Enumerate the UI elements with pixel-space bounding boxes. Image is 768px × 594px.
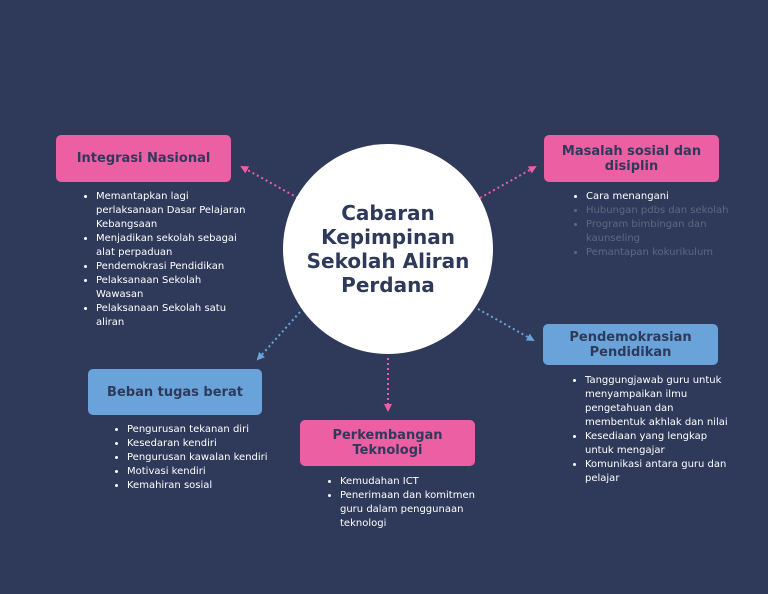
list-item: Menjadikan sekolah sebagai alat perpadua… [96,232,246,260]
list-item: Penerimaan dan komitmen guru dalam pengg… [340,489,480,531]
arrow-to-masalah [479,166,537,199]
list-item: Kemahiran sosial [127,479,277,493]
central-topic: Cabaran Kepimpinan Sekolah Aliran Perdan… [283,144,493,354]
perkembangan-teknologi-list: Kemudahan ICT Penerimaan dan komitmen gu… [326,475,480,531]
list-item: Pengurusan tekanan diri [127,423,277,437]
pendemokrasian-pendidikan-list: Tanggungjawab guru untuk menyampaikan il… [571,374,735,486]
node-integrasi-nasional-label: Integrasi Nasional [76,151,211,166]
list-item: Pemantapan kokurikulum [586,246,736,260]
arrow-to-beban [256,311,301,361]
list-item: Cara menangani [586,190,736,204]
list-item: Kemudahan ICT [340,475,480,489]
node-pendemokrasian-pendidikan-label: Pendemokrasian Pendidikan [569,329,692,360]
node-beban-tugas-berat-label: Beban tugas berat [107,384,243,400]
arrow-to-integrasi [240,166,299,199]
list-item: Komunikasi antara guru dan pelajar [585,458,735,486]
list-item: Kesediaan yang lengkap untuk mengajar [585,430,735,458]
central-topic-title: Cabaran Kepimpinan Sekolah Aliran Perdan… [306,201,470,297]
masalah-sosial-list: Cara menangani Hubungan pdbs dan sekolah… [572,190,736,260]
list-item: Pendemokrasi Pendidikan [96,260,246,274]
node-masalah-sosial-label: Masalah sosial dan disiplin [561,143,702,174]
list-item: Pengurusan kawalan kendiri [127,451,277,465]
node-masalah-sosial: Masalah sosial dan disiplin [544,135,719,182]
arrow-to-pendemokrasian [477,308,535,341]
list-item: Pelaksanaan Sekolah Wawasan [96,274,246,302]
list-item: Pelaksanaan Sekolah satu aliran [96,302,246,330]
list-item: Memantapkan lagi perlaksanaan Dasar Pela… [96,190,246,232]
node-beban-tugas-berat: Beban tugas berat [88,369,262,415]
node-perkembangan-teknologi: Perkembangan Teknologi [300,420,475,466]
node-perkembangan-teknologi-label: Perkembangan Teknologi [332,428,443,458]
beban-tugas-berat-list: Pengurusan tekanan diri Kesedaran kendir… [113,423,277,493]
node-integrasi-nasional: Integrasi Nasional [56,135,231,182]
node-pendemokrasian-pendidikan: Pendemokrasian Pendidikan [543,324,718,365]
list-item: Tanggungjawab guru untuk menyampaikan il… [585,374,735,430]
list-item: Motivasi kendiri [127,465,277,479]
list-item: Kesedaran kendiri [127,437,277,451]
list-item: Hubungan pdbs dan sekolah [586,204,736,218]
list-item: Program bimbingan dan kaunseling [586,218,736,246]
integrasi-nasional-list: Memantapkan lagi perlaksanaan Dasar Pela… [82,190,246,330]
